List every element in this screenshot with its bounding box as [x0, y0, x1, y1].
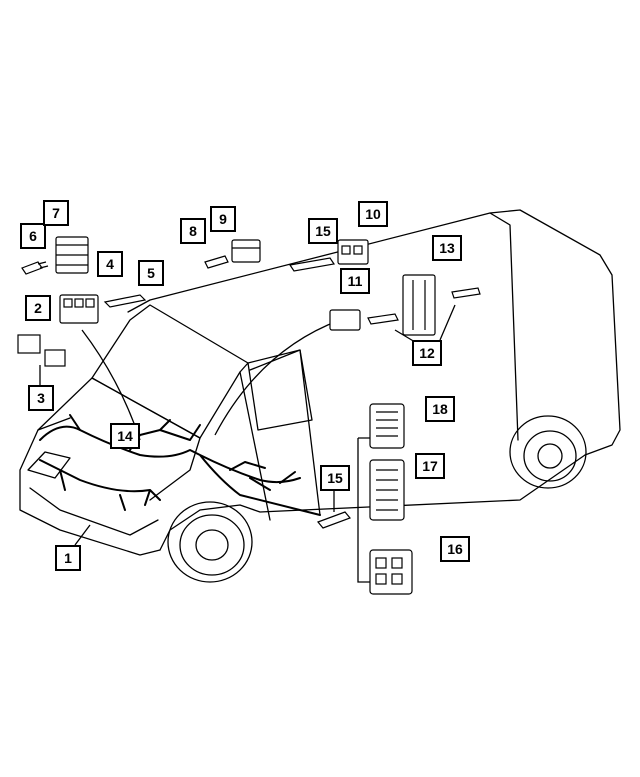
callout-8: 8: [180, 218, 206, 244]
front-wheel: [179, 514, 245, 576]
van-hood: [37, 377, 201, 501]
van-front-face: [29, 487, 159, 536]
callout-5: 5: [138, 260, 164, 286]
callout-17: 17: [415, 453, 445, 479]
callout-7: 7: [43, 200, 69, 226]
front-wheel-hub: [195, 529, 229, 561]
connector-18: [369, 403, 405, 449]
callout-4: 4: [97, 251, 123, 277]
harness-dash: [129, 419, 201, 451]
van-side-window: [247, 349, 313, 431]
connector-13: [402, 274, 481, 336]
terminal-5: [103, 294, 147, 308]
connector-12: [329, 309, 399, 331]
callout-15a: 15: [308, 218, 338, 244]
rear-wheel-hub: [537, 443, 563, 469]
connector-10: [337, 239, 369, 265]
connector-3: [17, 334, 66, 367]
harness-branch: [229, 461, 296, 491]
van-roof-outline: [127, 209, 621, 456]
terminal-8: [204, 255, 229, 269]
harness-front: [39, 414, 161, 511]
callout-16: 16: [440, 536, 470, 562]
rear-wheel-arch: [509, 415, 587, 489]
connector-9: [231, 239, 261, 263]
connector-16: [369, 549, 413, 595]
rear-wheel: [523, 430, 577, 482]
leader-line-16-18: [357, 437, 370, 583]
connector-2: [59, 294, 99, 324]
van-door-line: [239, 349, 321, 521]
callout-12: 12: [412, 340, 442, 366]
callout-1: 1: [55, 545, 81, 571]
callout-18: 18: [425, 396, 455, 422]
front-wheel-arch: [167, 501, 253, 583]
terminal-6: [21, 261, 49, 275]
callout-11: 11: [340, 268, 370, 294]
leader-line-12: [214, 319, 341, 436]
van-rear-outline: [489, 212, 519, 441]
leader-line-1: [74, 524, 91, 546]
terminal-15b: [316, 511, 352, 529]
callout-6: 6: [20, 223, 46, 249]
callout-13: 13: [432, 235, 462, 261]
callout-15b: 15: [320, 465, 350, 491]
connector-7: [55, 236, 89, 274]
harness-main: [39, 425, 321, 516]
terminal-15a: [288, 257, 336, 272]
connector-17: [369, 459, 405, 521]
headlight: [27, 451, 71, 479]
callout-3: 3: [28, 385, 54, 411]
van-front-bumper: [19, 417, 161, 556]
callout-14: 14: [110, 423, 140, 449]
callout-9: 9: [210, 206, 236, 232]
callout-10: 10: [358, 201, 388, 227]
callout-2: 2: [25, 295, 51, 321]
